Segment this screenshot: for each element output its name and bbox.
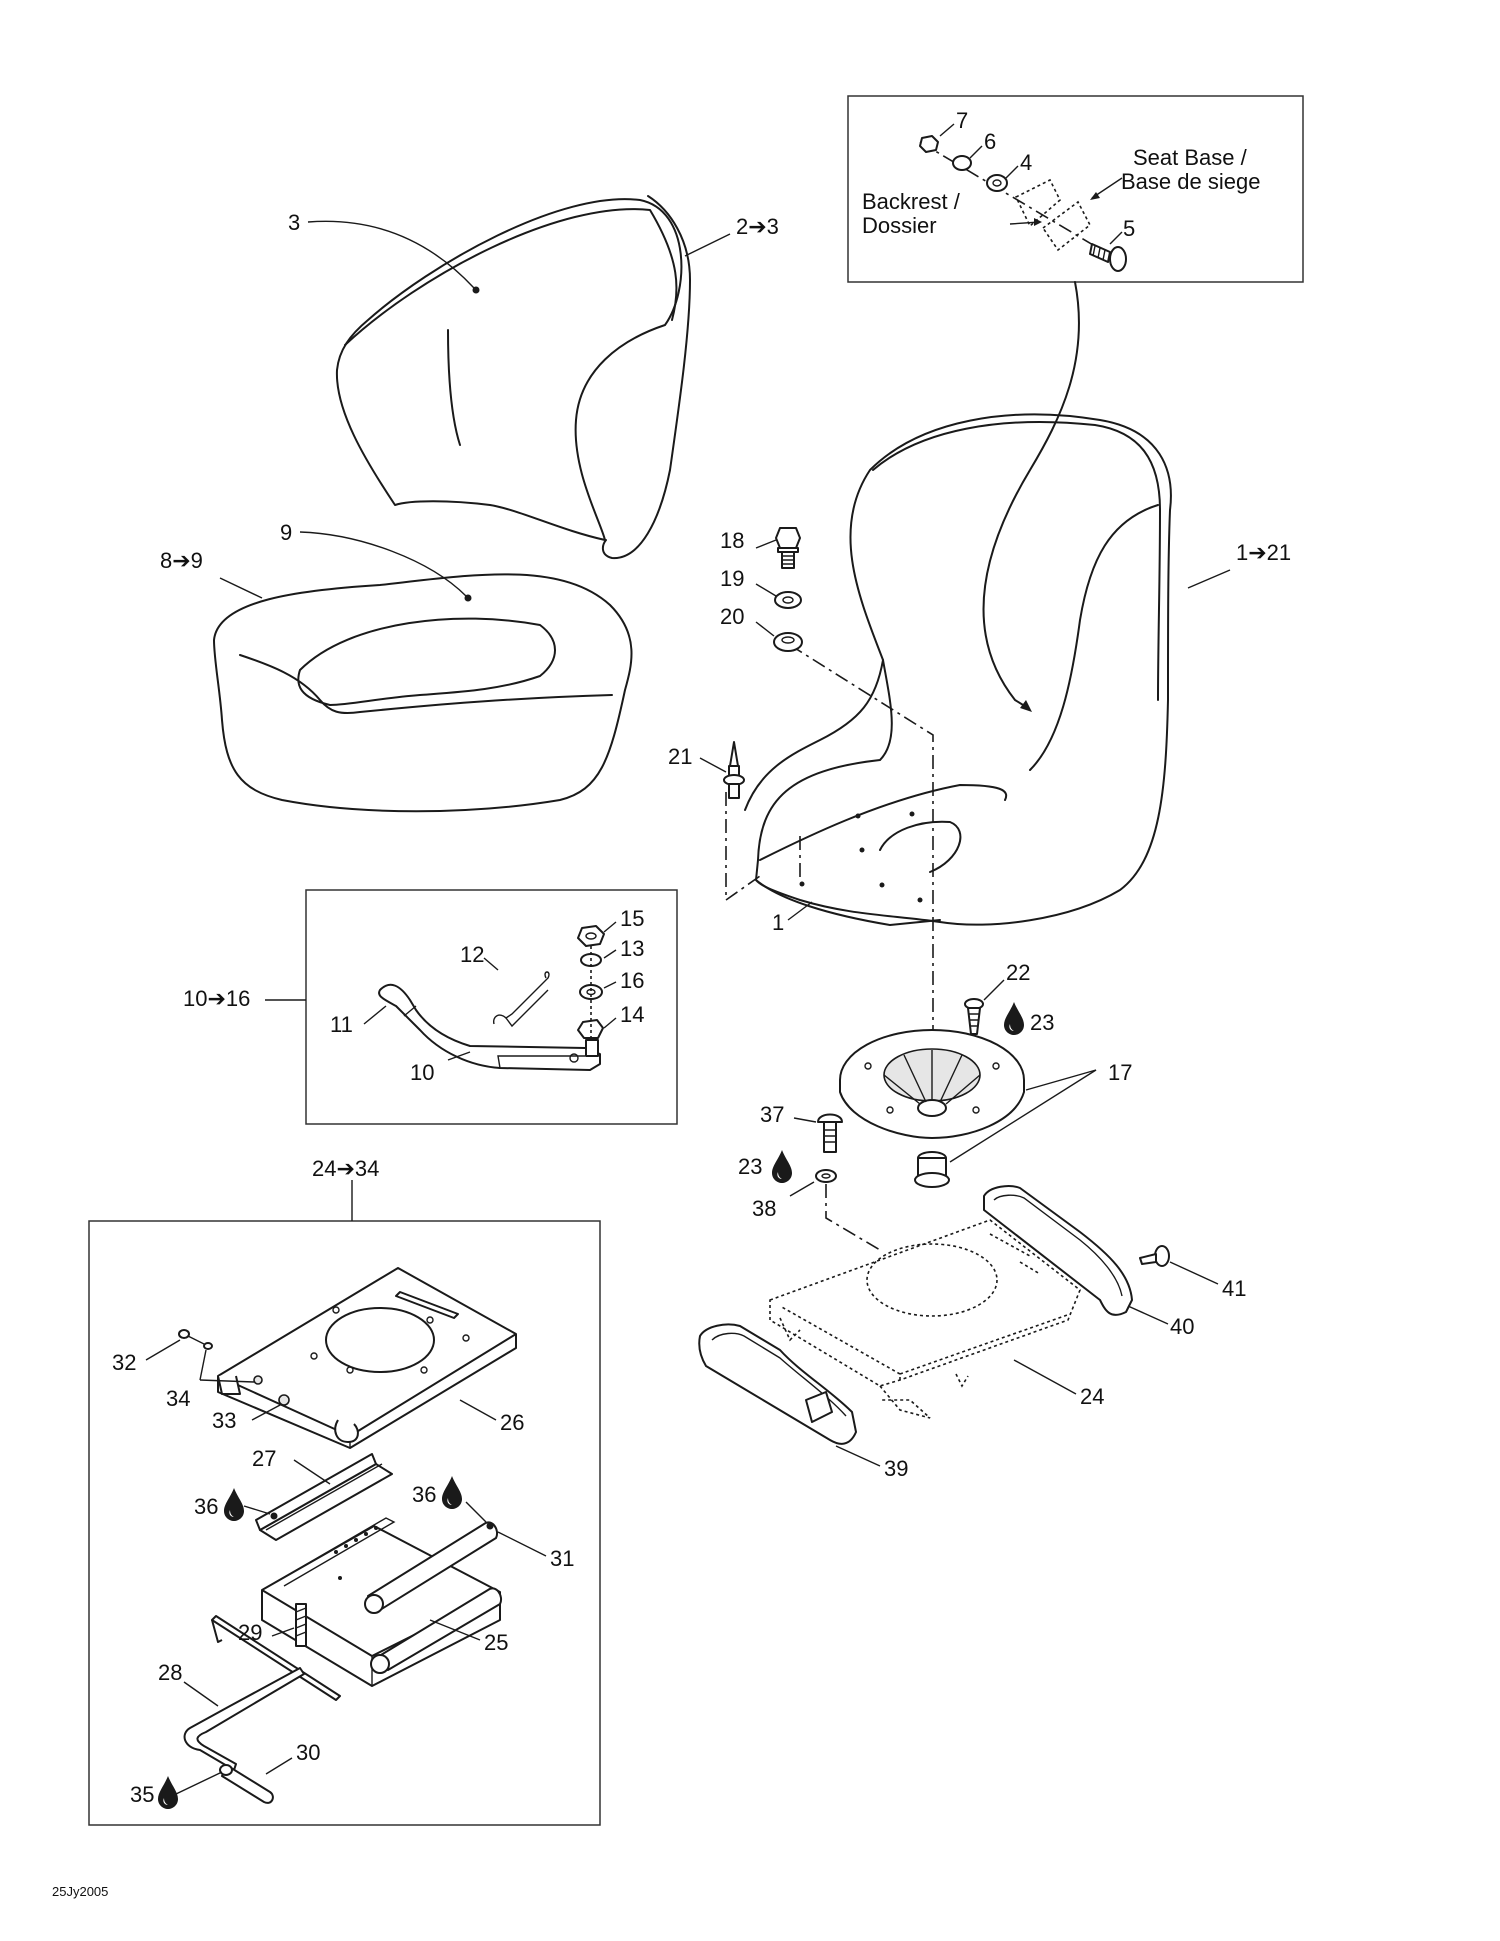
drop-icon	[1004, 1002, 1024, 1035]
label-23-left: 23	[738, 1154, 762, 1179]
slide-assembly-part-24	[769, 1219, 1081, 1419]
label-1-21: 1➔21	[1236, 540, 1291, 565]
label-3: 3	[288, 210, 300, 235]
grip-part-30	[219, 1764, 274, 1804]
label-30: 30	[296, 1740, 320, 1765]
label-28: 28	[158, 1660, 182, 1685]
seat-shell	[744, 413, 1172, 926]
backrest-label-line2: Dossier	[862, 213, 937, 238]
label-36-left: 36	[194, 1494, 218, 1519]
label-25: 25	[484, 1630, 508, 1655]
handle-part-28	[183, 1615, 341, 1771]
label-13: 13	[620, 936, 644, 961]
label-15: 15	[620, 906, 644, 931]
label-4: 4	[1020, 150, 1032, 175]
drop-icon	[158, 1776, 178, 1809]
nut-part-14	[577, 1019, 604, 1039]
spring-part-12	[492, 971, 550, 1025]
slide-inset-frame	[88, 1220, 601, 1826]
seat-base-label-line2: Base de siege	[1121, 169, 1260, 194]
backrest-label-line1: Backrest /	[862, 189, 961, 214]
rail-cover-part-40	[983, 1185, 1133, 1316]
nut-part-15	[577, 925, 605, 947]
slide-detail-inset	[88, 1180, 601, 1826]
label-10-16: 10➔16	[183, 986, 250, 1011]
washer-part-20	[773, 632, 803, 652]
label-17: 17	[1108, 1060, 1132, 1085]
washer-part-4	[986, 174, 1008, 192]
label-26: 26	[500, 1410, 524, 1435]
rail-part-27	[255, 1453, 393, 1541]
bolt-part-37	[817, 1113, 843, 1153]
label-9: 9	[280, 520, 292, 545]
label-38: 38	[752, 1196, 776, 1221]
label-31: 31	[550, 1546, 574, 1571]
spring-part-29	[295, 1603, 307, 1647]
nut-part-7	[919, 135, 939, 153]
label-37: 37	[760, 1102, 784, 1127]
label-5: 5	[1123, 216, 1135, 241]
label-34: 34	[166, 1386, 190, 1411]
date-code: 25Jy2005	[52, 1884, 108, 1899]
screw-part-22	[964, 998, 984, 1035]
label-27: 27	[252, 1446, 276, 1471]
screw-part-32	[178, 1329, 190, 1339]
label-40: 40	[1170, 1314, 1194, 1339]
lever-assembly-inset	[305, 889, 678, 1125]
label-12: 12	[460, 942, 484, 967]
label-10: 10	[410, 1060, 434, 1085]
label-19: 19	[720, 566, 744, 591]
label-21: 21	[668, 744, 692, 769]
screw-part-41	[1139, 1245, 1170, 1267]
label-35: 35	[130, 1782, 154, 1807]
swivel-bushing-part-17	[914, 1151, 950, 1188]
drop-icon	[224, 1488, 244, 1521]
label-29: 29	[238, 1620, 262, 1645]
label-39: 39	[884, 1456, 908, 1481]
drop-icon	[442, 1476, 462, 1509]
rail-cover-part-39	[698, 1323, 857, 1445]
fastener-inset: 7 6 4 5 Seat Base / Base de siege Backre…	[847, 95, 1304, 283]
washer-part-38	[815, 1169, 837, 1183]
drop-icon	[772, 1150, 792, 1183]
backrest-panel-outline	[1014, 178, 1061, 228]
label-23-top: 23	[1030, 1010, 1054, 1035]
label-18: 18	[720, 528, 744, 553]
label-36-right: 36	[412, 1482, 436, 1507]
label-14: 14	[620, 1002, 644, 1027]
label-8-9: 8➔9	[160, 548, 203, 573]
label-22: 22	[1006, 960, 1030, 985]
bolt-part-18	[775, 527, 801, 569]
swivel-plate-part-17	[839, 1029, 1025, 1139]
seat-cushion	[213, 573, 633, 813]
label-11: 11	[330, 1012, 353, 1037]
release-lever-part-10	[378, 983, 601, 1071]
label-20: 20	[720, 604, 744, 629]
label-1: 1	[772, 910, 784, 935]
backrest-cushion	[335, 195, 691, 560]
rivet-part-21	[723, 741, 745, 799]
label-24-34: 24➔34	[312, 1156, 379, 1181]
label-24: 24	[1080, 1384, 1104, 1409]
label-6: 6	[984, 129, 996, 154]
label-41: 41	[1222, 1276, 1246, 1301]
label-32: 32	[112, 1350, 136, 1375]
washer-part-6	[952, 155, 972, 171]
washer-part-19	[774, 591, 802, 609]
seat-base-label-line1: Seat Base /	[1133, 145, 1248, 170]
label-7: 7	[956, 108, 968, 133]
label-2-3: 2➔3	[736, 214, 779, 239]
bracket-part-26	[217, 1267, 517, 1449]
label-33: 33	[212, 1408, 236, 1433]
bolt-part-5	[1089, 243, 1127, 272]
label-16: 16	[620, 968, 644, 993]
tube-part-31	[364, 1521, 498, 1614]
lever-inset-frame	[305, 889, 678, 1125]
